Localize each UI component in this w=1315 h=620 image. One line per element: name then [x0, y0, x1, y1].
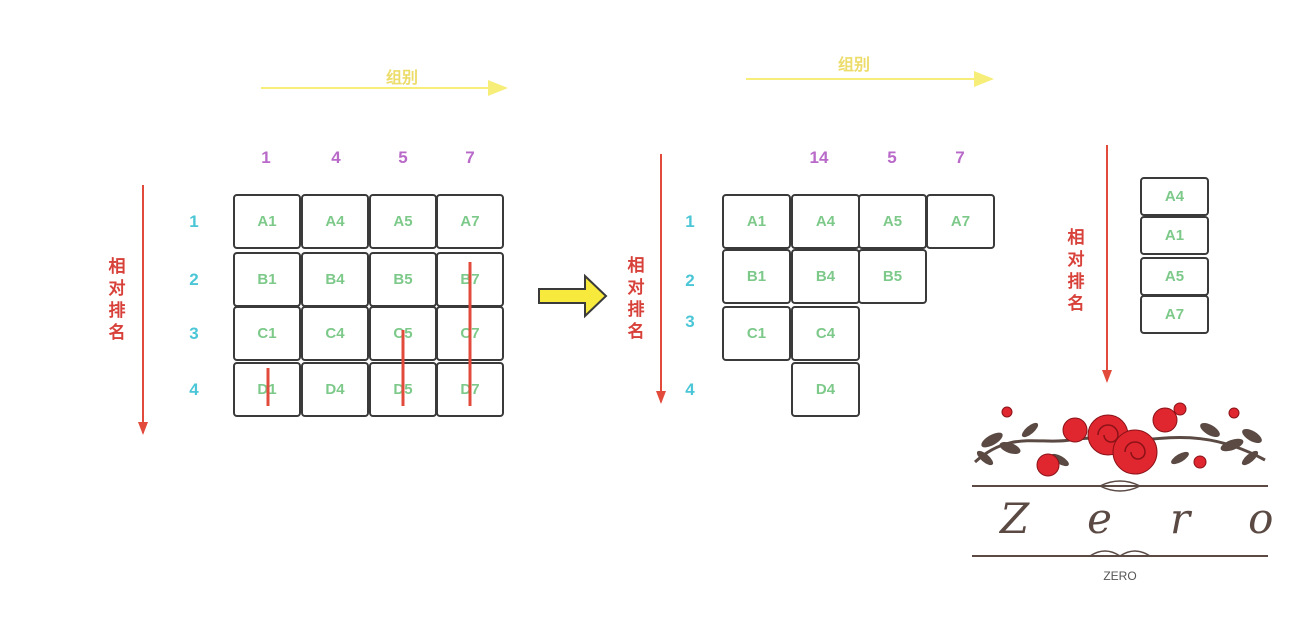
rank-label-char: 排	[627, 300, 645, 319]
rank-label-char: 名	[627, 322, 645, 341]
grid-cell: B5	[858, 249, 927, 304]
stack-cell: A7	[1140, 295, 1209, 334]
column-header: 7	[955, 148, 965, 167]
logo-wordmark: Zero	[1000, 494, 1315, 543]
row-header: 4	[189, 380, 199, 399]
stack-cell: A5	[1140, 257, 1209, 296]
grid-cell: D4	[791, 362, 860, 417]
rose-garland-icon	[972, 402, 1268, 557]
grid-cell: A1	[233, 194, 301, 249]
right-rank-label: 相对排名	[1066, 227, 1086, 315]
rank-label-char: 名	[1067, 294, 1085, 313]
column-header: 5	[398, 148, 408, 167]
column-header: 5	[887, 148, 897, 167]
grid-cell: A4	[301, 194, 369, 249]
rank-label-char: 名	[108, 323, 126, 342]
grid-cell: D4	[301, 362, 369, 417]
stack-cell: A4	[1140, 177, 1209, 216]
grid-cell: C4	[791, 306, 860, 361]
middle-group-label: 组别	[838, 57, 871, 74]
rank-label-char: 排	[108, 301, 126, 320]
grid-cell: A7	[926, 194, 995, 249]
grid-cell: A5	[858, 194, 927, 249]
grid-cell: C1	[233, 306, 301, 361]
stack-cell: A1	[1140, 216, 1209, 255]
left-rank-label: 相对排名	[107, 256, 127, 344]
row-header: 4	[685, 380, 695, 399]
grid-cell: B1	[233, 252, 301, 307]
logo-caption: ZERO	[1103, 569, 1137, 583]
grid-cell: A1	[722, 194, 791, 249]
middle-rank-label: 相对排名	[626, 255, 646, 343]
column-header: 1	[261, 148, 271, 167]
grid-cell: B1	[722, 249, 791, 304]
left-group-label: 组别	[386, 70, 419, 87]
column-header: 7	[465, 148, 475, 167]
zero-logo: Zero ZERO	[970, 400, 1315, 585]
row-header: 2	[189, 270, 199, 289]
column-header: 4	[331, 148, 341, 167]
grid-cell: C4	[301, 306, 369, 361]
grid-cell: A7	[436, 194, 504, 249]
row-header: 3	[685, 312, 695, 331]
grid-cell: B4	[301, 252, 369, 307]
rank-label-char: 对	[627, 278, 645, 297]
row-header: 2	[685, 271, 695, 290]
rank-label-char: 相	[108, 257, 126, 276]
rank-label-char: 对	[1067, 250, 1085, 269]
column-header: 14	[809, 148, 829, 167]
row-header: 1	[685, 212, 695, 231]
row-header: 1	[189, 212, 199, 231]
right-arrow-icon	[538, 273, 608, 319]
row-header: 3	[189, 324, 199, 343]
grid-cell: C1	[722, 306, 791, 361]
rank-label-char: 相	[627, 256, 645, 275]
rank-label-char: 对	[108, 279, 126, 298]
rank-label-char: 排	[1067, 272, 1085, 291]
grid-cell: B4	[791, 249, 860, 304]
rank-label-char: 相	[1067, 228, 1085, 247]
